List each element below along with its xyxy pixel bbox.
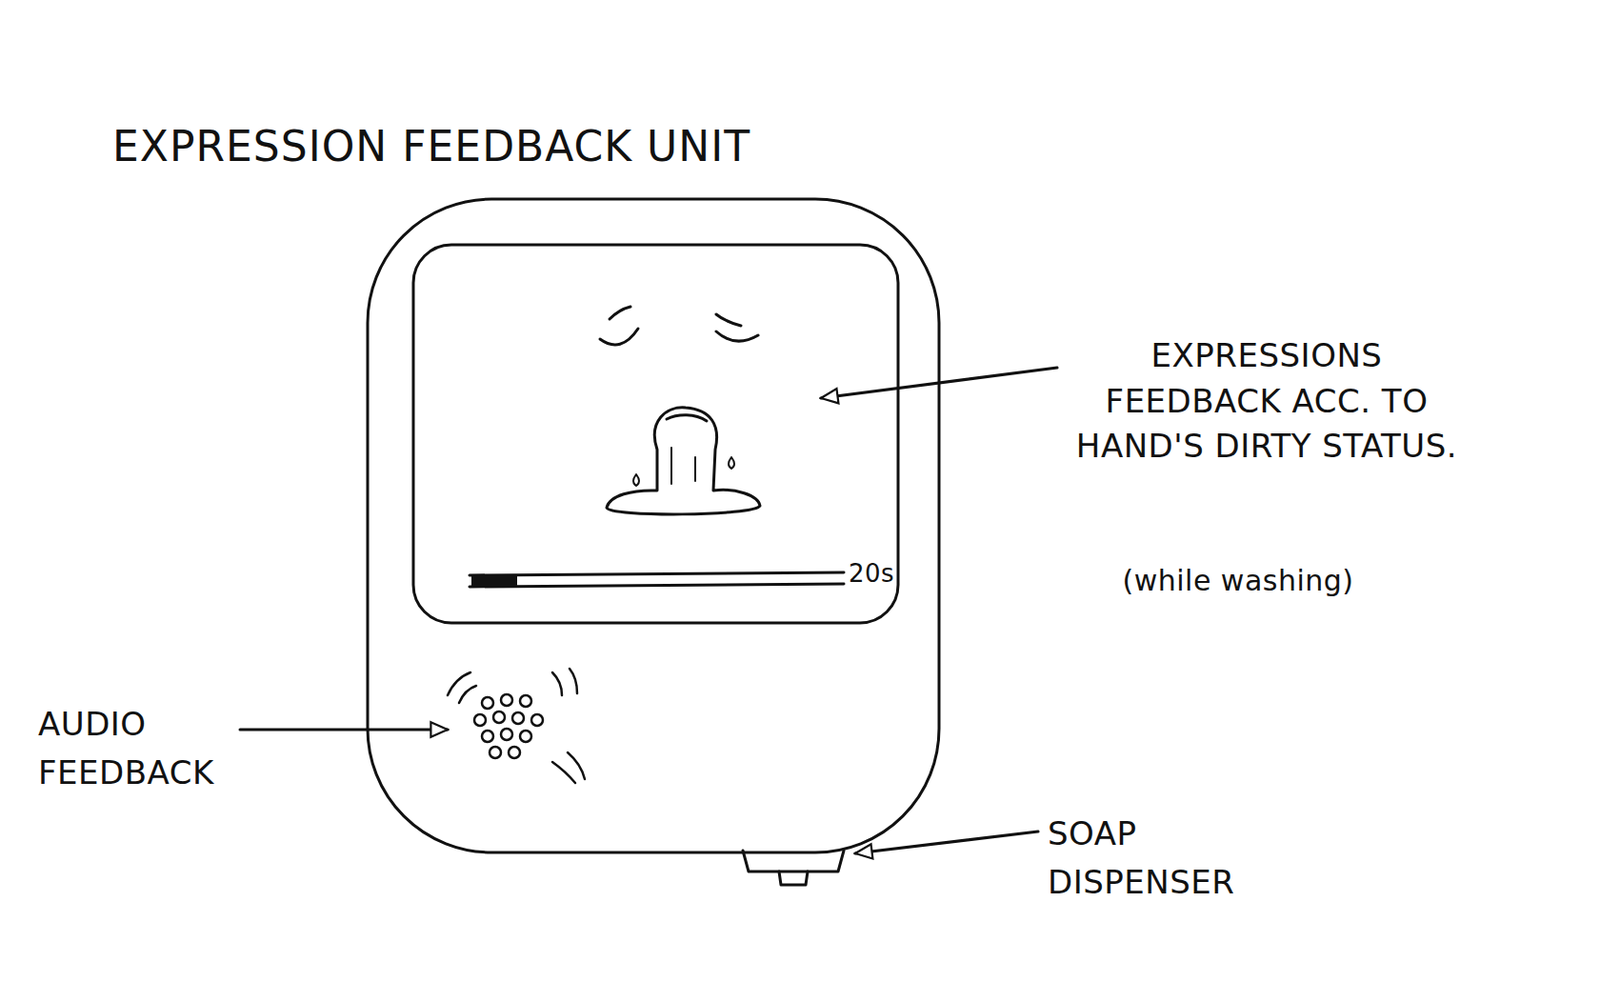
device-drawing xyxy=(240,199,1058,885)
speaker-grille xyxy=(474,694,543,759)
soap-nozzle xyxy=(742,850,844,872)
mouth-rim xyxy=(666,415,707,421)
sound-waves-right xyxy=(552,752,585,783)
sound-waves-left xyxy=(447,672,477,703)
leader-line xyxy=(240,728,448,732)
eye-left xyxy=(600,328,639,345)
eye-right xyxy=(716,331,759,341)
device-housing xyxy=(367,199,940,853)
timer-value: 20s xyxy=(848,560,897,588)
progress-bar xyxy=(469,572,844,587)
eyebrow-right xyxy=(716,314,741,326)
drips xyxy=(633,457,735,486)
callout-label: AUDIO FEEDBACK xyxy=(38,700,239,798)
vomit-mouth xyxy=(606,407,760,515)
callout-note: (while washing) xyxy=(1095,563,1381,599)
eyebrow-left xyxy=(609,306,631,320)
sketch-title: EXPRESSION FEEDBACK UNIT xyxy=(112,121,751,171)
stream-lines xyxy=(671,447,696,484)
sound-waves-top xyxy=(552,668,578,696)
leader-line xyxy=(820,367,1058,399)
leader-line xyxy=(855,831,1039,854)
soap-tip xyxy=(779,871,808,885)
callout-label: SOAP DISPENSER xyxy=(1047,809,1296,907)
callout-label: EXPRESSIONS FEEDBACK ACC. TO HAND'S DIRT… xyxy=(1066,333,1467,470)
progress-fill xyxy=(471,576,518,586)
display-screen xyxy=(413,244,899,623)
